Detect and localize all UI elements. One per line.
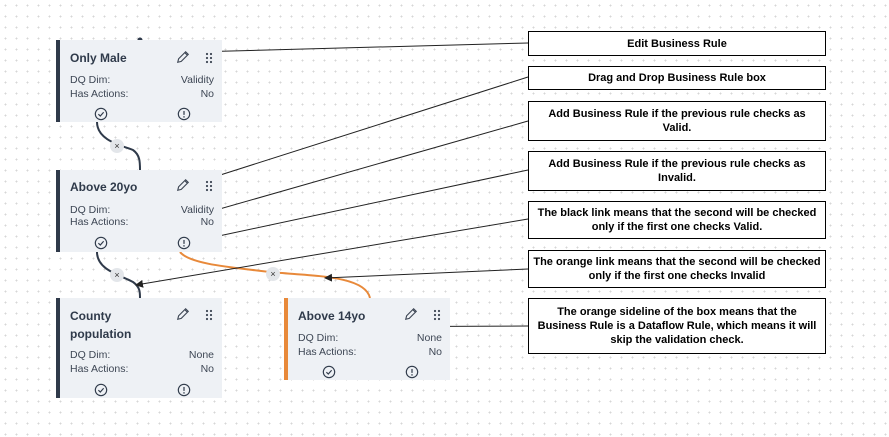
- annotation-arrow: [185, 169, 529, 246]
- drag-handle-icon[interactable]: [204, 180, 214, 192]
- add-valid-rule-icon[interactable]: [94, 236, 108, 250]
- remove-link-button[interactable]: ×: [266, 267, 280, 281]
- dq-dim-label: DQ Dim:: [70, 204, 111, 216]
- edit-icon[interactable]: [404, 307, 418, 321]
- add-invalid-rule-icon[interactable]: [177, 107, 191, 121]
- dq-dim-row: DQ Dim: Validity: [70, 74, 214, 87]
- has-actions-row: Has Actions: No: [70, 88, 214, 101]
- dq-dim-row: DQ Dim: Validity: [70, 204, 214, 217]
- add-invalid-rule-icon[interactable]: [177, 383, 191, 397]
- add-valid-rule-icon[interactable]: [94, 383, 108, 397]
- note-edit-rule: Edit Business Rule: [528, 31, 826, 56]
- has-actions-label: Has Actions:: [70, 216, 129, 228]
- rule-card-above-20yo[interactable]: Above 20yo DQ Dim: Validity Has Actions:…: [56, 170, 222, 252]
- has-actions-value: No: [200, 88, 214, 100]
- has-actions-row: Has Actions: No: [70, 363, 214, 376]
- add-valid-rule-icon[interactable]: [322, 365, 336, 379]
- drag-handle-icon[interactable]: [204, 309, 214, 321]
- note-orange-link: The orange link means that the second wi…: [528, 250, 826, 288]
- valid-link: [96, 121, 141, 171]
- add-invalid-rule-icon[interactable]: [405, 365, 419, 379]
- dq-dim-row: DQ Dim: None: [298, 332, 442, 345]
- has-actions-value: No: [200, 216, 214, 228]
- dq-dim-value: Validity: [180, 204, 214, 216]
- rule-card-above-14yo[interactable]: Above 14yo DQ Dim: None Has Actions: No: [284, 298, 450, 380]
- has-actions-label: Has Actions:: [298, 346, 357, 358]
- has-actions-row: Has Actions: No: [298, 346, 442, 359]
- note-add-valid: Add Business Rule if the previous rule c…: [528, 101, 826, 141]
- rule-title: County population: [70, 309, 132, 341]
- edit-icon[interactable]: [176, 178, 190, 192]
- edit-icon[interactable]: [176, 307, 190, 321]
- rule-card-county-population[interactable]: County population DQ Dim: None Has Actio…: [56, 298, 222, 398]
- remove-link-button[interactable]: ×: [110, 139, 124, 153]
- add-invalid-rule-icon[interactable]: [177, 236, 191, 250]
- dq-dim-value: None: [188, 349, 214, 361]
- note-black-link: The black link means that the second wil…: [528, 201, 826, 239]
- has-actions-label: Has Actions:: [70, 88, 129, 100]
- rule-title: Above 14yo: [298, 309, 366, 323]
- rule-title: Only Male: [70, 51, 127, 65]
- annotation-arrow: [213, 76, 529, 179]
- dq-dim-value: None: [416, 332, 442, 344]
- note-add-invalid: Add Business Rule if the previous rule c…: [528, 151, 826, 191]
- annotation-arrow: [192, 42, 529, 56]
- annotation-arrow: [135, 218, 529, 288]
- dq-dim-value: Validity: [180, 74, 214, 86]
- note-orange-sideline: The orange sideline of the box means tha…: [528, 298, 826, 354]
- note-drag-drop: Drag and Drop Business Rule box: [528, 66, 826, 90]
- rule-title: Above 20yo: [70, 180, 138, 194]
- has-actions-value: No: [428, 346, 442, 358]
- drag-handle-icon[interactable]: [432, 309, 442, 321]
- edit-icon[interactable]: [176, 50, 190, 64]
- has-actions-value: No: [200, 363, 214, 375]
- has-actions-label: Has Actions:: [70, 363, 129, 375]
- drag-handle-icon[interactable]: [204, 52, 214, 64]
- dq-dim-label: DQ Dim:: [70, 74, 111, 86]
- remove-link-button[interactable]: ×: [110, 268, 124, 282]
- dq-dim-row: DQ Dim: None: [70, 349, 214, 362]
- annotation-arrow: [324, 268, 529, 282]
- add-valid-rule-icon[interactable]: [94, 107, 108, 121]
- dq-dim-label: DQ Dim:: [298, 332, 339, 344]
- valid-link: [96, 251, 141, 299]
- has-actions-row: Has Actions: No: [70, 216, 214, 229]
- dq-dim-label: DQ Dim:: [70, 349, 111, 361]
- rule-card-only-male[interactable]: Only Male DQ Dim: Validity Has Actions: …: [56, 40, 222, 122]
